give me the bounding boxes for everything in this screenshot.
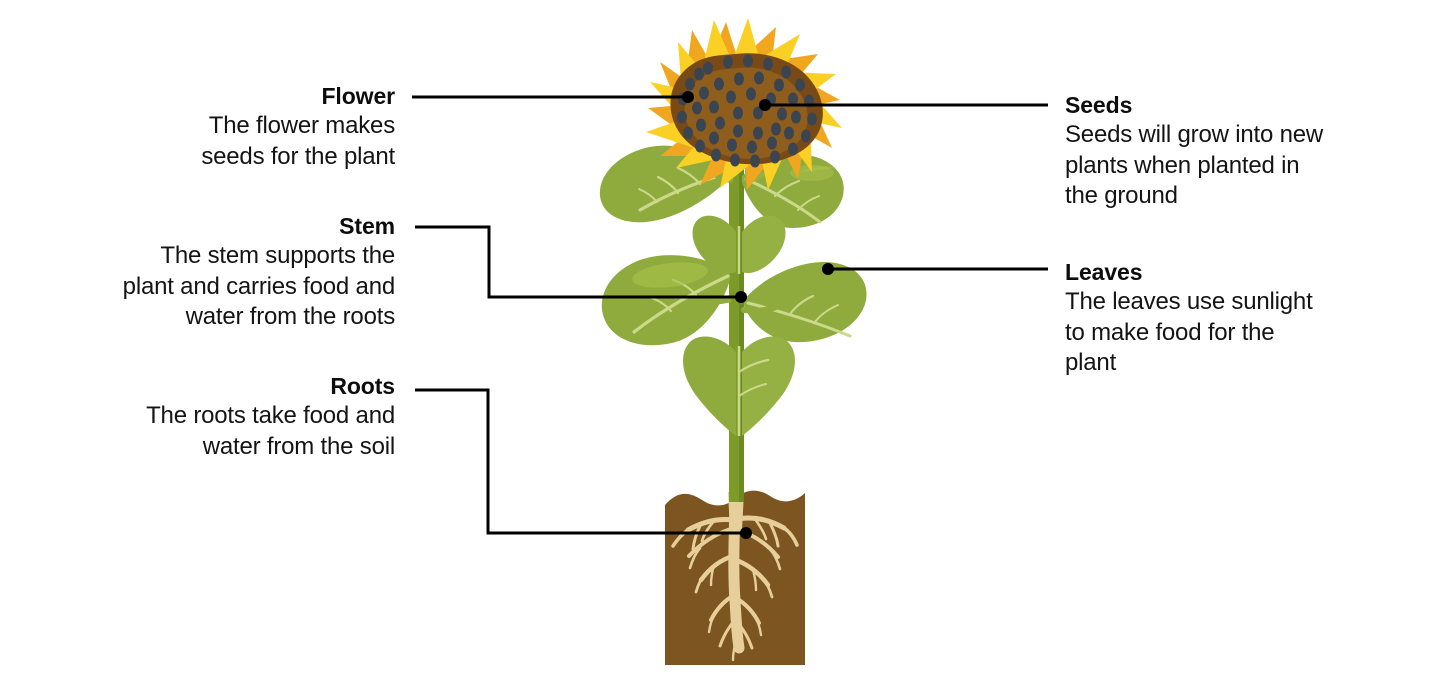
callout-stem-body: The stem supports the plant and carries …: [122, 242, 396, 330]
leaf: [692, 215, 786, 274]
leader-dot-roots: [740, 527, 752, 539]
leaf: [683, 336, 795, 436]
seed-dots-inner: [692, 71, 801, 154]
leaves: [599, 142, 867, 436]
callout-roots: Roots The roots take food and water from…: [40, 372, 395, 462]
callout-flower-body: The flower makes seeds for the plant: [201, 112, 395, 170]
leaf-stalk: [689, 297, 732, 306]
leader-dot-stem: [735, 291, 747, 303]
callout-leaves-body: The leaves use sunlight to make food for…: [1065, 288, 1313, 376]
callout-roots-body: The roots take food and water from the s…: [146, 402, 395, 460]
callout-flower-title: Flower: [321, 83, 395, 109]
callout-stem-title: Stem: [339, 213, 395, 239]
leader-dot-seeds: [759, 99, 771, 111]
leaf: [601, 255, 730, 346]
leader-dot-leaves: [822, 263, 834, 275]
callout-seeds-title: Seeds: [1065, 92, 1133, 118]
callout-flower: Flower The flower makes seeds for the pl…: [40, 82, 395, 172]
leaf-stalk: [741, 301, 785, 314]
leaf-labeled: [744, 262, 867, 343]
callout-stem: Stem The stem supports the plant and car…: [40, 212, 396, 333]
callout-leaves: Leaves The leaves use sunlight to make f…: [1065, 258, 1395, 379]
callout-seeds: Seeds Seeds will grow into new plants wh…: [1065, 91, 1395, 212]
callout-seeds-body: Seeds will grow into new plants when pla…: [1065, 121, 1323, 209]
leader-line-roots: [415, 388, 746, 535]
callout-leaves-title: Leaves: [1065, 259, 1143, 285]
callout-roots-title: Roots: [330, 373, 395, 399]
leader-dot-flower: [682, 91, 694, 103]
leader-line-stem: [415, 225, 741, 299]
